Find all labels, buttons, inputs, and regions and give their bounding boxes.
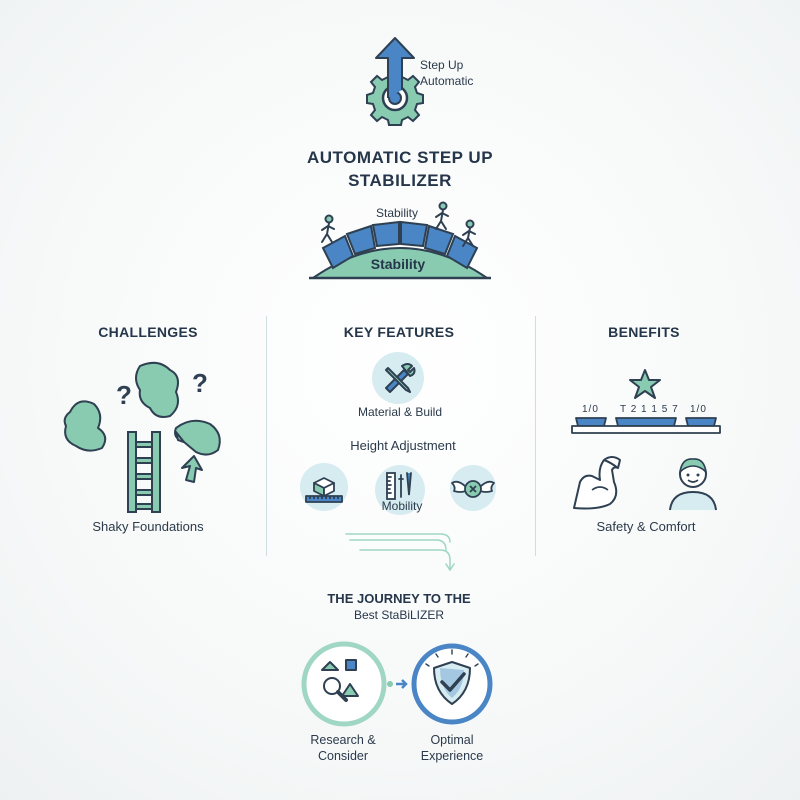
bridge-step (445, 234, 479, 270)
checkmark-icon (440, 672, 466, 692)
ruler-tools-icon (386, 472, 412, 500)
step2-line1: Optimal (430, 733, 474, 747)
measure-box-icon (305, 477, 343, 503)
journey-heading-line2: Best StaBiLIZER (353, 608, 445, 622)
benefits-heading: BENEFITS (608, 324, 680, 340)
journey-heading-line1: THE JOURNEY TO THE (327, 591, 471, 606)
benefits-caption: Safety & Comfort (596, 519, 696, 534)
star-icon (629, 369, 661, 399)
stability-base-label: Stability (370, 256, 426, 272)
column-divider (266, 316, 267, 556)
walking-person-icon (435, 201, 449, 230)
scale-label-right: 1/0 (690, 404, 707, 415)
height-circle (300, 463, 348, 511)
bridge-step (371, 220, 400, 248)
logo-line2: Automatic (420, 74, 474, 88)
broken-rock-icon (135, 361, 179, 418)
up-arrow-icon (181, 455, 203, 483)
journey-diagram (301, 641, 493, 727)
journey-heading: THE JOURNEY TO THE Best StaBiLIZER (327, 591, 470, 623)
title-line1: AUTOMATIC STEP UP (306, 148, 494, 167)
stability-bridge-diagram (309, 201, 491, 280)
mobility-circle (375, 465, 425, 515)
stability-top-label: Stability (375, 206, 419, 220)
winged-circle (450, 465, 496, 511)
features-heading: KEY FEATURES (343, 324, 455, 340)
bridge-step (423, 224, 455, 256)
question-mark-icon: ? (192, 368, 208, 398)
search-shapes-icon (321, 659, 359, 702)
challenges-caption: Shaky Foundations (92, 519, 204, 534)
challenges-heading: CHALLENGES (98, 324, 198, 340)
balance-scale-icon (571, 417, 721, 434)
walking-person-icon (321, 214, 335, 243)
flow-arrow-icon (345, 533, 455, 572)
step1-line2: Consider (317, 749, 369, 763)
step-up-gear-icon (366, 37, 424, 126)
challenges-illustration: ? ? (63, 361, 221, 513)
logo-line1: Step Up (420, 58, 464, 72)
question-mark-icon: ? (116, 380, 132, 410)
column-divider (535, 316, 536, 556)
step2-label: Optimal Experience (421, 732, 484, 764)
broken-rock-icon (63, 400, 107, 452)
ladder-icon (127, 431, 161, 513)
mobility-label: Mobility (381, 499, 423, 513)
scale-label-middle: T 2 1 1 5 7 (620, 404, 679, 415)
scale-label-left: 1/0 (582, 404, 599, 415)
flexed-arm-icon (573, 456, 621, 510)
research-circle (301, 641, 387, 727)
person-avatar-icon (669, 458, 717, 511)
title-line2: STABILIZER (348, 171, 452, 190)
step1-label: Research & Consider (310, 732, 375, 764)
step2-line2: Experience (420, 749, 484, 763)
height-label: Height Adjustment (350, 438, 456, 453)
step1-line1: Research & (310, 733, 376, 747)
bridge-step (345, 224, 377, 256)
walking-person-icon (462, 219, 476, 247)
page-title: AUTOMATIC STEP UP STABILIZER (307, 146, 493, 192)
shield-icon (433, 661, 471, 705)
material-label: Material & Build (357, 405, 443, 419)
material-circle (372, 352, 424, 404)
winged-gear-icon (451, 480, 495, 498)
rays-icon (425, 649, 479, 667)
bridge-step (400, 220, 429, 248)
wrench-screwdriver-icon (385, 363, 416, 393)
bridge-step (321, 234, 355, 270)
